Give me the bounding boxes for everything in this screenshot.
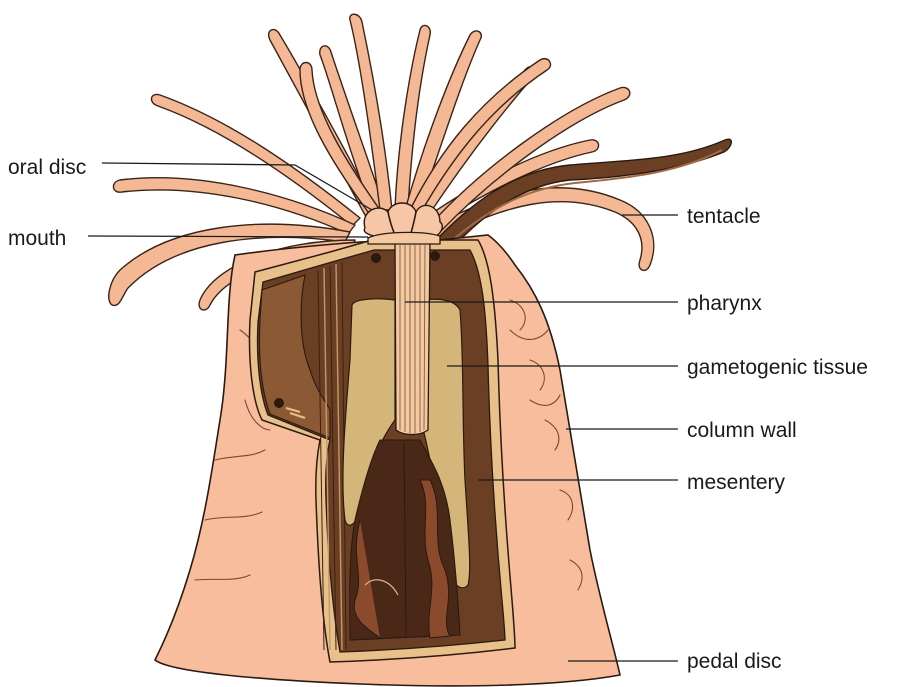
label-gametogenic-tissue: gametogenic tissue: [687, 356, 868, 379]
label-mouth: mouth: [8, 227, 66, 250]
label-column-wall: column wall: [687, 419, 797, 442]
label-tentacle: tentacle: [687, 205, 761, 228]
label-mesentery: mesentery: [687, 471, 786, 494]
mouth-opening: [368, 232, 440, 244]
oral-disc: [364, 203, 442, 244]
label-oral-disc: oral disc: [8, 156, 86, 179]
pore-icon: [430, 251, 440, 261]
pore-icon: [274, 398, 284, 408]
pore-icon: [371, 253, 381, 263]
label-pharynx: pharynx: [687, 292, 762, 315]
label-pedal-disc: pedal disc: [687, 650, 782, 673]
tentacle-shape: [151, 94, 360, 226]
